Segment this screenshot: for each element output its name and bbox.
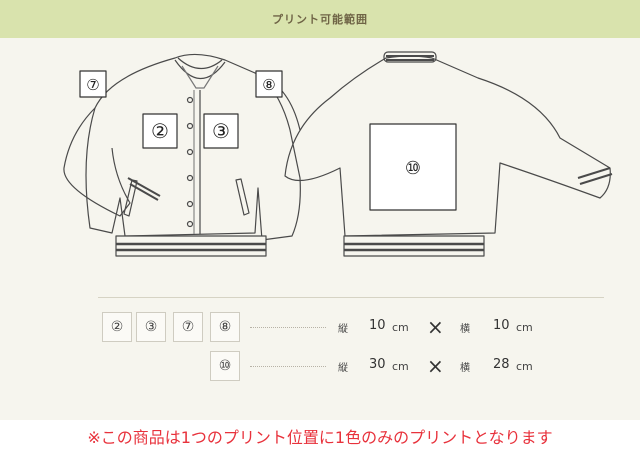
position-box-3: ③ xyxy=(136,312,166,342)
print-box-10 xyxy=(369,123,457,211)
horizontal-label-1: 横 xyxy=(460,324,470,335)
times-2: × xyxy=(427,354,444,378)
diagram-panel xyxy=(0,38,640,420)
marker-7: ⑦ xyxy=(86,76,99,94)
print-note: ※この商品は1つのプリント位置に1色のみのプリントとなります xyxy=(87,428,553,447)
leader-dots-1 xyxy=(250,327,326,328)
jacket-diagram: ⑦ ② ③ ⑧ ⑩ xyxy=(63,51,613,257)
leader-dots-2 xyxy=(250,366,326,367)
back-jacket xyxy=(284,51,613,257)
position-box-7: ⑦ xyxy=(173,312,203,342)
unit-1a: cm xyxy=(392,321,409,334)
vertical-value-2: 30 xyxy=(369,357,386,372)
horizontal-value-2: 28 xyxy=(493,357,510,372)
marker-10: ⑩ xyxy=(405,158,421,179)
marker-2: ② xyxy=(151,119,169,143)
section-header: プリント可能範囲 xyxy=(0,0,640,38)
print-box-3 xyxy=(203,113,239,149)
print-box-8 xyxy=(255,70,283,98)
position-box-2: ② xyxy=(102,312,132,342)
divider xyxy=(98,297,604,298)
horizontal-value-1: 10 xyxy=(493,318,510,333)
position-box-8: ⑧ xyxy=(210,312,240,342)
print-box-7 xyxy=(79,70,107,98)
times-1: × xyxy=(427,315,444,339)
section-title: プリント可能範囲 xyxy=(272,13,368,26)
marker-3: ③ xyxy=(212,119,230,143)
unit-1b: cm xyxy=(516,321,533,334)
vertical-label-1: 縦 xyxy=(338,324,348,335)
vertical-value-1: 10 xyxy=(369,318,386,333)
position-box-10: ⑩ xyxy=(210,351,240,381)
unit-2a: cm xyxy=(392,360,409,373)
marker-8: ⑧ xyxy=(262,76,275,94)
horizontal-label-2: 横 xyxy=(460,363,470,374)
unit-2b: cm xyxy=(516,360,533,373)
vertical-label-2: 縦 xyxy=(338,363,348,374)
print-box-2 xyxy=(142,113,178,149)
